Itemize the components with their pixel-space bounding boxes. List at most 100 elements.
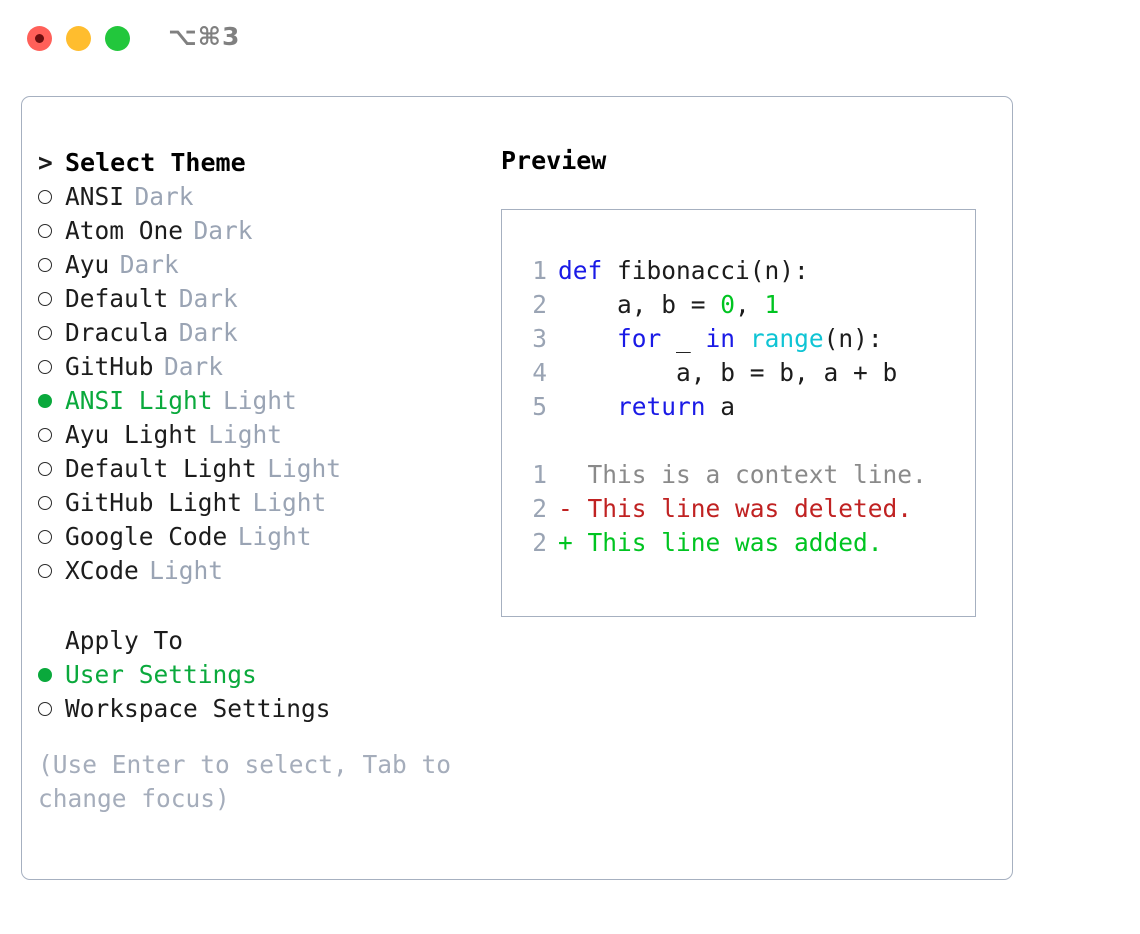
radio-dot: [38, 224, 52, 238]
theme-option-label: Default Light: [65, 454, 257, 483]
theme-option-default[interactable]: Default Dark: [38, 282, 488, 316]
radio-unselected-icon: [38, 214, 65, 248]
theme-variant-label: Dark: [178, 318, 238, 347]
caret-icon: >: [38, 148, 53, 177]
theme-variant-label: Dark: [178, 284, 238, 313]
theme-variant-label: Dark: [193, 216, 253, 245]
theme-variant-label: Light: [223, 386, 297, 415]
line-number: 2: [532, 528, 547, 557]
code-diff-separator: [502, 424, 975, 458]
diff-text: This is a context line.: [572, 460, 927, 489]
code-token-def: a, b =: [558, 290, 721, 319]
line-number: 1: [532, 460, 547, 489]
code-line-content: a, b = b, a + b: [558, 356, 897, 390]
theme-option-label: GitHub Light: [65, 488, 243, 517]
radio-unselected-icon: [38, 180, 65, 214]
diff-line-del: 2 - This line was deleted.: [502, 492, 975, 526]
diff-text: This line was added.: [572, 528, 883, 557]
theme-option-label: Default: [65, 284, 169, 313]
radio-unselected-icon: [38, 486, 65, 520]
diff-text: This line was deleted.: [572, 494, 913, 523]
apply-to-option-user-settings[interactable]: User Settings: [38, 658, 488, 692]
close-button[interactable]: [27, 26, 52, 51]
diff-sign: [558, 460, 573, 489]
line-number: 4: [532, 358, 547, 387]
diff-line-content: - This line was deleted.: [558, 492, 912, 526]
code-token-def: [558, 324, 617, 353]
radio-unselected-icon: [38, 248, 65, 282]
diff-line-ctx: 1 This is a context line.: [502, 458, 975, 492]
code-token-num: 1: [764, 290, 780, 319]
diff-sample: 1 This is a context line.2- This line wa…: [502, 458, 975, 560]
hint-spacer: [38, 726, 488, 748]
code-line: 5 return a: [502, 390, 975, 424]
select-theme-heading: > Select Theme: [38, 146, 488, 180]
radio-dot: [38, 702, 52, 716]
radio-unselected-icon: [38, 316, 65, 350]
radio-dot: [38, 668, 52, 682]
code-token-def: a, b = b, a + b: [558, 358, 898, 387]
radio-dot: [38, 258, 52, 272]
radio-dot: [38, 462, 52, 476]
line-number: 2: [532, 494, 547, 523]
radio-unselected-icon: [38, 282, 65, 316]
line-number: 1: [532, 256, 547, 285]
theme-variant-label: Dark: [119, 250, 179, 279]
theme-option-xcode[interactable]: XCode Light: [38, 554, 488, 588]
minimize-button[interactable]: [66, 26, 91, 51]
theme-option-label: ANSI: [65, 182, 125, 211]
apply-to-option-label: User Settings: [65, 660, 257, 689]
theme-option-default-light[interactable]: Default Light Light: [38, 452, 488, 486]
code-token-def: [558, 392, 617, 421]
traffic-lights: [27, 26, 130, 51]
keyboard-hint-text: (Use Enter to select, Tab to change focu…: [38, 750, 452, 813]
diff-line-add: 2+ This line was added.: [502, 526, 975, 560]
code-token-num: 0: [720, 290, 736, 319]
code-token-def: a: [705, 392, 736, 421]
code-token-kw: in: [705, 324, 736, 353]
radio-dot: [38, 360, 52, 374]
line-number: 3: [532, 324, 547, 353]
theme-option-label: GitHub: [65, 352, 154, 381]
code-line: 2 a, b = 0, 1: [502, 288, 975, 322]
maximize-button[interactable]: [105, 26, 130, 51]
code-token-fn: range: [749, 324, 824, 353]
radio-dot: [38, 394, 52, 408]
theme-variant-label: Light: [267, 454, 342, 483]
code-line: 1 def fibonacci(n):: [502, 254, 975, 288]
radio-dot: [38, 190, 52, 204]
code-line-content: for _ in range(n):: [558, 322, 883, 356]
apply-to-heading: Apply To: [38, 624, 488, 658]
radio-dot: [38, 292, 52, 306]
theme-variant-label: Light: [208, 420, 283, 449]
apply-to-option-workspace-settings[interactable]: Workspace Settings: [38, 692, 488, 726]
code-token-def: fibonacci(n):: [602, 256, 809, 285]
code-token-kw: def: [558, 256, 603, 285]
code-line-content: a, b = 0, 1: [558, 288, 779, 322]
code-line-content: return a: [558, 390, 735, 424]
preview-heading: Preview: [501, 146, 607, 175]
radio-selected-icon: [38, 384, 65, 418]
theme-variant-label: Light: [149, 556, 224, 585]
code-token-def: _: [661, 324, 706, 353]
theme-option-label: XCode: [65, 556, 139, 585]
code-line: 4 a, b = b, a + b: [502, 356, 975, 390]
section-spacer: [38, 588, 488, 624]
code-token-def: [735, 324, 750, 353]
radio-dot: [38, 530, 52, 544]
